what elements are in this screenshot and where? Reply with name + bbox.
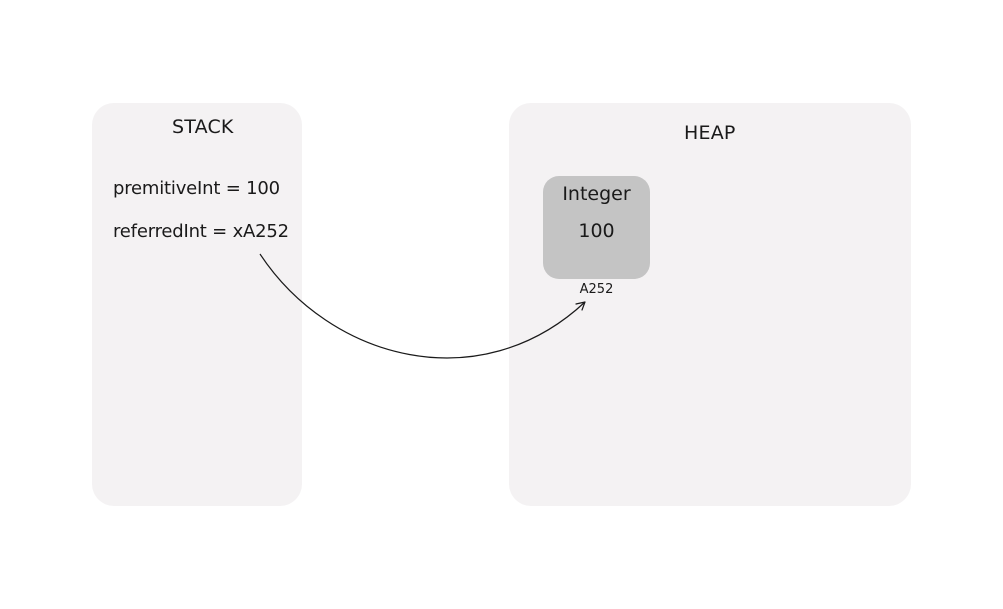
heap-panel: [509, 103, 911, 506]
heap-title: HEAP: [684, 122, 736, 144]
stack-panel: [92, 103, 302, 506]
heap-object-type: Integer: [562, 183, 631, 205]
heap-object-value: 100: [578, 220, 615, 242]
stack-title: STACK: [172, 116, 234, 138]
stack-variable-primitive: premitiveInt = 100: [113, 178, 280, 199]
heap-object-address: A252: [579, 282, 614, 297]
stack-variable-referred: referredInt = xA252: [113, 221, 289, 242]
